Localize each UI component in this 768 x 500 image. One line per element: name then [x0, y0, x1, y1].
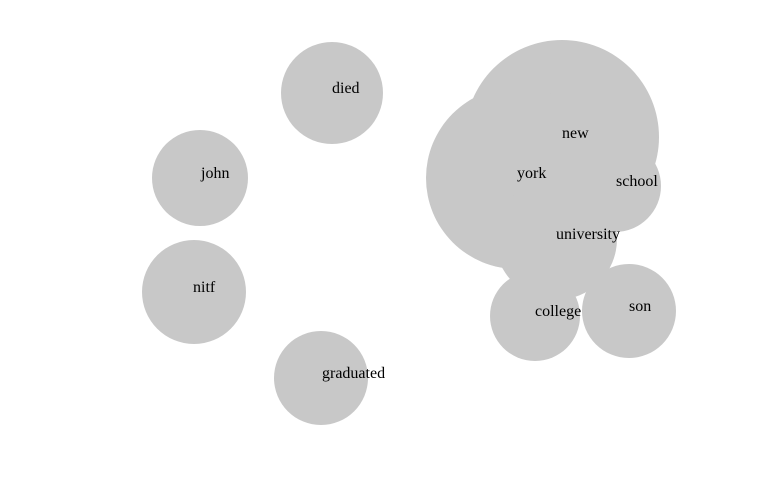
node-labels-layer: new york school university college son d… [193, 80, 658, 382]
node-circle-graduated[interactable] [274, 331, 368, 425]
node-label-son: son [629, 298, 651, 315]
node-label-nitf: nitf [193, 279, 216, 296]
node-label-john: john [200, 165, 229, 182]
node-circle-son[interactable] [582, 264, 676, 358]
node-label-graduated: graduated [322, 365, 385, 382]
node-label-university: university [556, 226, 620, 243]
node-circle-died[interactable] [281, 42, 383, 144]
node-label-died: died [332, 80, 360, 97]
node-label-college: college [535, 303, 581, 320]
node-circle-school[interactable] [569, 140, 661, 232]
node-circle-john[interactable] [152, 130, 248, 226]
node-circles-layer [142, 40, 676, 425]
node-label-new: new [562, 125, 589, 142]
node-label-york: york [517, 165, 546, 182]
node-label-school: school [616, 173, 658, 190]
node-circle-college[interactable] [490, 271, 580, 361]
node-circle-nitf[interactable] [142, 240, 246, 344]
